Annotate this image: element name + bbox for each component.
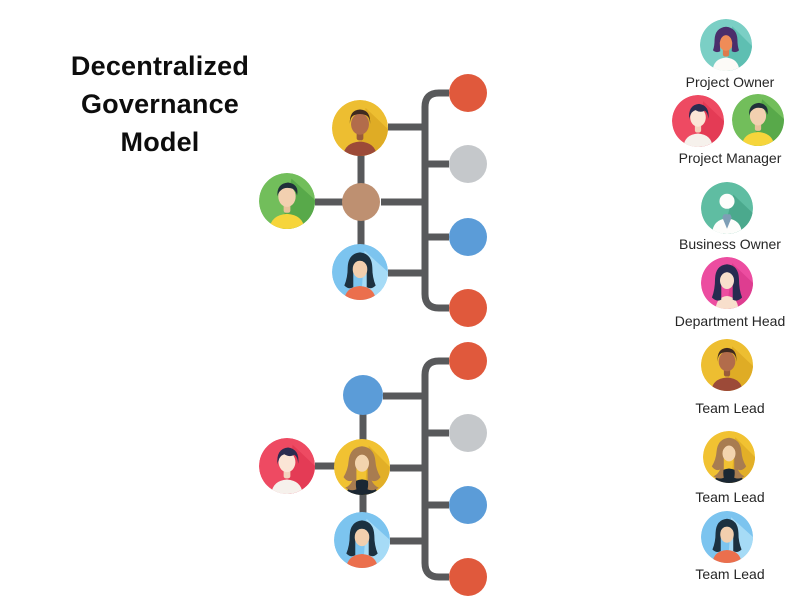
tree2-project-manager-avatar	[259, 438, 315, 494]
connector-lines	[315, 89, 449, 581]
tree1-leaf-blue	[449, 218, 487, 256]
tree2-leaf-red-2	[449, 558, 487, 596]
legend-team-lead-avatar-1	[701, 339, 753, 391]
legend-team-lead-avatar-2	[703, 431, 755, 483]
legend-team-lead-avatar-3	[701, 511, 753, 563]
page-title: Decentralized Governance Model	[70, 51, 250, 157]
legend-business-owner-avatar	[701, 182, 753, 234]
legend-project-manager-avatar-2	[732, 94, 784, 146]
tree2-bracket-line	[421, 357, 449, 581]
tree1-team-lead-man-avatar	[332, 100, 388, 156]
tree1-team-lead-woman-avatar	[332, 244, 388, 300]
legend-label-business-owner: Business Owner	[679, 236, 781, 252]
tree2-leaf-blue	[449, 486, 487, 524]
legend-label-project-manager: Project Manager	[678, 150, 782, 166]
tree1-leaf-red-1	[449, 74, 487, 112]
tree2-leaf-red-1	[449, 342, 487, 380]
tree1-leaf-red-2	[449, 289, 487, 327]
legend-label-project-owner: Project Owner	[685, 74, 775, 90]
legend-label-team-lead-2: Team Lead	[695, 489, 765, 505]
tree1-hub-brown-circle	[342, 183, 380, 221]
tree2-team-lead-hub-avatar	[334, 439, 390, 495]
legend-department-head-avatar	[701, 257, 753, 309]
tree1-bracket-line	[421, 89, 449, 312]
tree2-blue-circle-node	[343, 375, 383, 415]
legend-label-department-head: Department Head	[674, 313, 786, 329]
legend-project-manager-avatar-1	[672, 95, 724, 147]
tree1-project-manager-man-avatar	[259, 173, 315, 229]
legend-label-team-lead-3: Team Lead	[695, 566, 765, 582]
legend-project-owner-avatar	[700, 19, 752, 71]
tree2-leaf-gray	[449, 414, 487, 452]
tree1-leaf-gray	[449, 145, 487, 183]
tree2-team-lead-woman-avatar	[334, 512, 390, 568]
legend-label-team-lead-1: Team Lead	[695, 400, 765, 416]
